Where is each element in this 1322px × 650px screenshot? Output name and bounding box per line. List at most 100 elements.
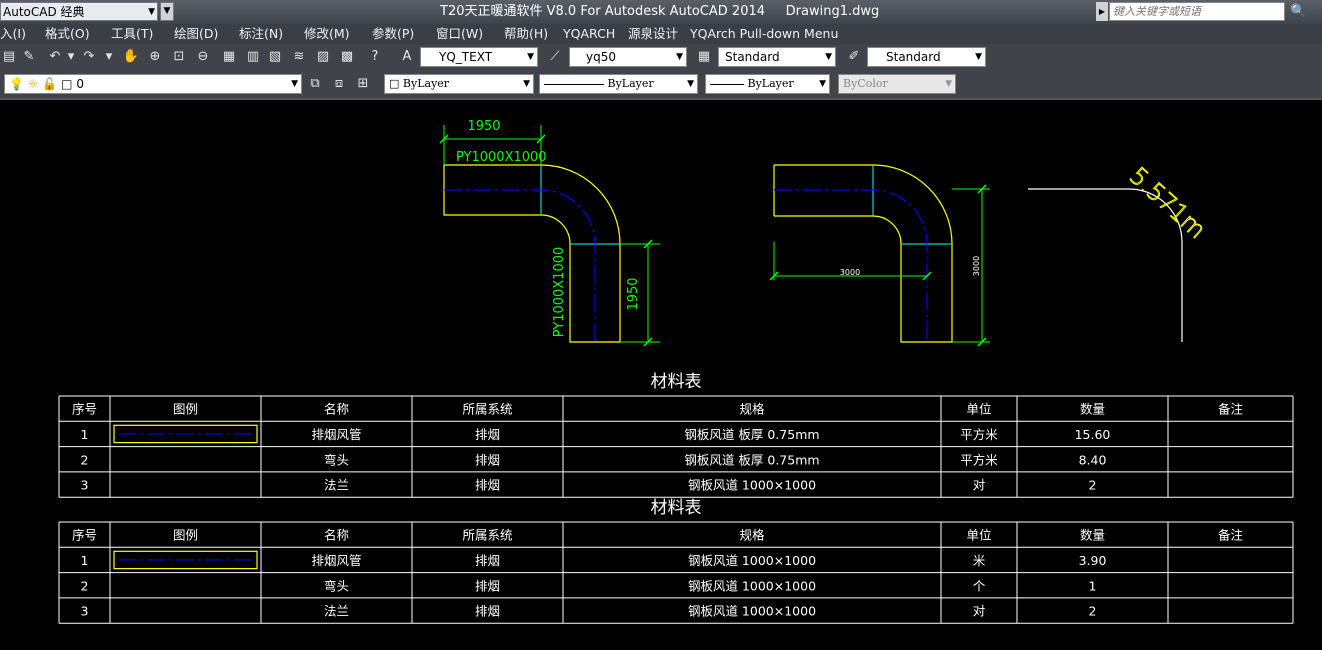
chevron-down-icon: ▼ [291,79,298,89]
chevron-down-icon: ▼ [148,7,155,17]
plotstyle-value: ByColor [843,77,888,90]
duct-elbow-2[interactable] [773,164,953,343]
markup-icon[interactable]: ▨ [316,49,330,64]
table-cell: 平方米 [960,427,998,442]
undo-icon[interactable]: ↶ [49,49,61,64]
redo-dropdown-icon[interactable]: ▾ [105,49,113,64]
text-style-value: YQ_TEXT [439,50,493,64]
table-cell: 3 [81,478,89,493]
tool-palettes-icon[interactable]: ▧ [268,49,282,64]
table-cell: 15.60 [1075,427,1111,442]
table-cell: 弯头 [324,452,349,467]
search-input[interactable]: 键入关键字或短语 [1109,2,1285,21]
table-header-cell: 所属系统 [462,402,512,417]
color-value: ByLayer [402,77,450,90]
text-style-select[interactable]: YQ_TEXT▼ [420,47,538,67]
dim-style-icon[interactable]: ⟋ [550,49,560,64]
linetype-sample [544,83,604,85]
table-cell: 钢板风道 1000×1000 [688,604,816,619]
menu-parameter[interactable]: 参数(P) [372,26,415,41]
table-cell: 法兰 [324,478,349,493]
design-center-icon[interactable]: ▥ [246,49,260,64]
calculator-icon[interactable]: ▩ [340,49,354,64]
menu-yqarch[interactable]: YQARCH [563,26,616,41]
table-cell: 1 [81,553,89,568]
title-bar: AutoCAD 经典▼ ▼ T20天正暖通软件 V8.0 For Autodes… [0,0,1322,25]
menu-draw[interactable]: 绘图(D) [174,26,219,41]
menu-window[interactable]: 窗口(W) [436,26,484,41]
linetype-select[interactable]: ByLayer▼ [539,74,698,94]
layer-value: 0 [76,77,84,91]
menu-format[interactable]: 格式(O) [45,26,90,41]
drawing-svg[interactable]: 1950 PY1000X1000 1950 PY1000X1000 3000 3… [0,100,1322,647]
menu-tools[interactable]: 工具(T) [111,26,154,41]
color-select[interactable]: □ ByLayer▼ [384,74,534,94]
table-header-cell: 备注 [1218,528,1244,543]
pan-hand-icon[interactable]: ✋ [122,49,140,64]
table-cell: 排烟风管 [311,427,361,442]
table-header-cell: 规格 [739,402,765,417]
drawing-canvas[interactable]: 1950 PY1000X1000 1950 PY1000X1000 3000 3… [0,100,1322,647]
menu-yqarch-pulldown[interactable]: YQArch Pull-down Menu [690,26,839,41]
table-cell: 1 [81,427,89,442]
table-cell: 排烟风管 [311,553,361,568]
make-current-layer-icon[interactable]: ⧉ [310,76,320,91]
sheet-set-icon[interactable]: ≋ [293,49,305,64]
lightbulb-icon: 💡 [9,77,24,91]
table-header-cell: 图例 [173,528,198,543]
chevron-down-icon: ▼ [825,52,832,62]
table-style-select[interactable]: Standard▼ [718,47,836,67]
dim-style-select[interactable]: yq50▼ [569,47,687,67]
duct-elbow-1[interactable] [443,164,621,343]
help-icon[interactable]: ? [371,49,379,64]
table-cell: 米 [973,553,986,568]
menu-dimension[interactable]: 标注(N) [239,26,284,41]
redo-icon[interactable]: ↷ [83,49,95,64]
table-header-cell: 序号 [72,528,97,543]
table-cell: 排烟 [475,478,500,493]
window-title: T20天正暖通软件 V8.0 For Autodesk AutoCAD 2014… [440,4,880,19]
zoom-window-icon[interactable]: ⊡ [173,49,185,64]
paste-icon[interactable]: ▤ [2,49,16,64]
properties-icon[interactable]: ▦ [222,49,236,64]
mleader-style-select[interactable]: Standard▼ [867,47,986,67]
zoom-realtime-icon[interactable]: ⊕ [149,49,161,64]
table-style-icon[interactable]: ▦ [697,49,711,64]
duct-centerline [774,189,928,342]
table-cell: 2 [1089,478,1097,493]
dimension-bottom-2 [769,242,932,281]
match-properties-icon[interactable]: ✎ [23,49,35,64]
layer-state-icon[interactable]: ⊞ [357,76,369,91]
chevron-down-icon: ▼ [523,79,530,89]
zoom-previous-icon[interactable]: ⊖ [197,49,209,64]
duct-outline [443,164,621,343]
search-expand-button[interactable]: ▶ [1096,2,1108,21]
lineweight-select[interactable]: ByLayer▼ [705,74,830,94]
text-style-icon[interactable]: A [402,49,412,64]
table-cell: 8.40 [1079,452,1107,467]
menu-yuanquan[interactable]: 源泉设计 [628,26,679,41]
arc-polyline[interactable] [1028,188,1183,342]
table-header-cell: 名称 [324,528,349,543]
binoculars-search-icon[interactable]: 🔍 [1290,4,1307,19]
table-cell: 个 [973,578,986,593]
plotstyle-select: ByColor▼ [838,74,956,94]
layer-previous-icon[interactable]: ⧈ [334,76,344,91]
dimension-bottom-2-text: 3000 [840,268,860,277]
layer-select[interactable]: 💡 ☼ 🔓 □ 0 ▼ [4,74,302,94]
menu-modify[interactable]: 修改(M) [304,26,350,41]
table-cell: 排烟 [475,604,500,619]
sun-icon: ☼ [27,77,39,91]
dimension-right [620,239,660,347]
undo-dropdown-icon[interactable]: ▾ [67,49,75,64]
table-cell: 钢板风道 1000×1000 [688,478,816,493]
quick-access-dropdown-button[interactable]: ▼ [160,2,174,21]
table-cell: 2 [81,578,89,593]
dimension-right-2 [952,184,990,347]
workspace-select[interactable]: AutoCAD 经典▼ [0,2,158,21]
menu-insert[interactable]: 入(I) [0,26,26,41]
menu-help[interactable]: 帮助(H) [504,26,549,41]
mleader-style-icon[interactable]: ✐ [848,49,860,64]
